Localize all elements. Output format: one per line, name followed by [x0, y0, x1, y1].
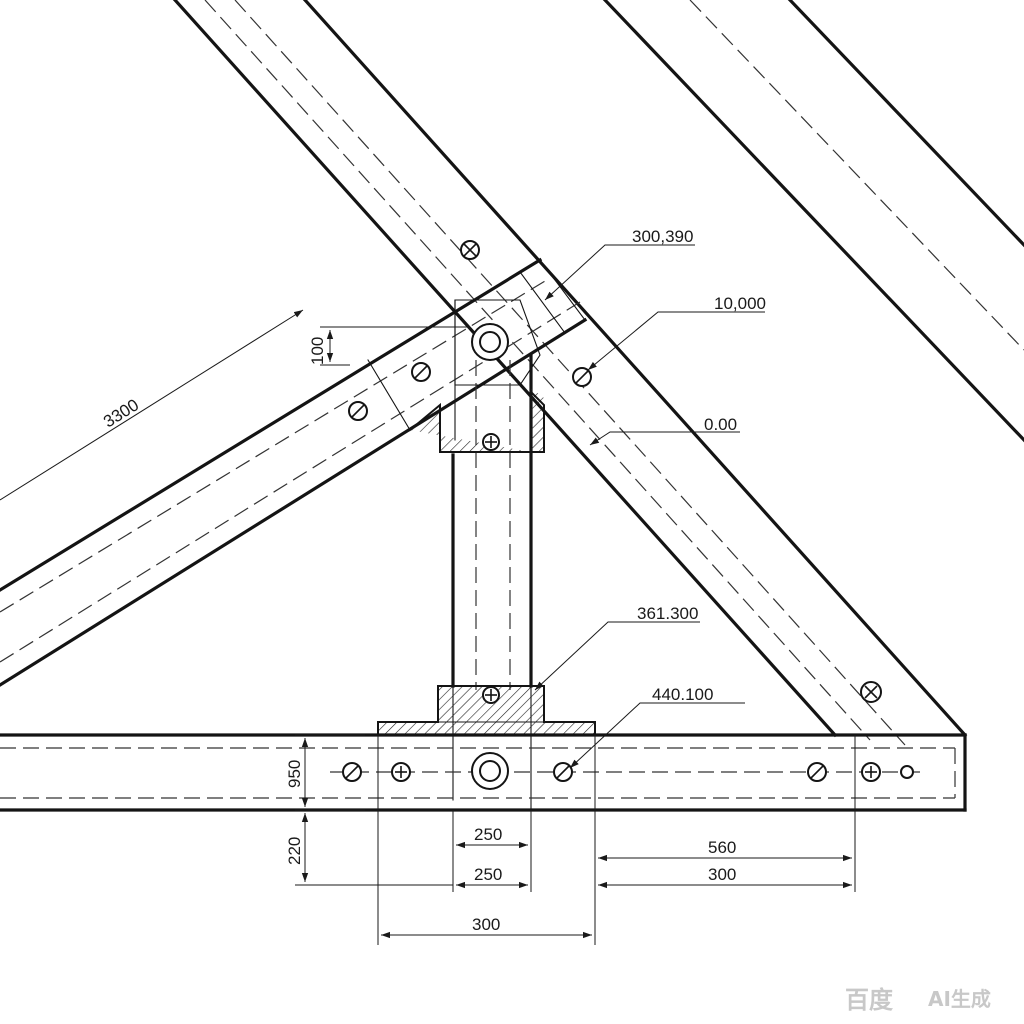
leader-lines	[534, 244, 765, 769]
background-rafter	[602, 0, 1024, 443]
bolt-icon	[572, 367, 592, 387]
bolt-offset-label: 300	[708, 865, 736, 884]
joint-ref-b-label: 10,000	[714, 294, 766, 313]
bolt-icon	[807, 762, 827, 782]
dimension-labels: 3300 300,390 10,000 0.00 361.300 440.100…	[100, 227, 766, 934]
bolt-icon	[348, 401, 368, 421]
bolt-icon	[860, 681, 882, 703]
dimension-lines	[0, 309, 852, 939]
bolt-spacing-label: 560	[708, 838, 736, 857]
top-bracket	[408, 388, 545, 453]
post-width-b-label: 250	[474, 865, 502, 884]
bolt-icon	[411, 362, 431, 382]
beam-offset-label: 220	[285, 837, 304, 865]
bolt-icon	[900, 765, 914, 779]
watermark: 百度 AI生成	[845, 986, 991, 1014]
bolt-icon	[482, 686, 500, 704]
joint-ref-c-label: 0.00	[704, 415, 737, 434]
bolt-icon	[342, 762, 362, 782]
base-plate-width-label: 300	[472, 915, 500, 934]
joint-ref-a-label: 300,390	[632, 227, 693, 246]
watermark-brand: 百度	[845, 986, 894, 1014]
pin-icon	[471, 752, 509, 790]
vertical-post	[451, 353, 533, 811]
bolt-group	[342, 240, 914, 790]
base-ref-label: 440.100	[652, 685, 713, 704]
extension-lines	[295, 326, 856, 945]
beam-height-label: 950	[285, 760, 304, 788]
bolt-icon	[391, 762, 411, 782]
pin-icon	[471, 323, 509, 361]
rafter-width-label: 100	[308, 337, 327, 365]
watermark-product: AI生成	[928, 987, 991, 1011]
bolt-icon	[553, 762, 573, 782]
joint-gusset	[367, 299, 541, 441]
diagonal-strut	[0, 257, 588, 687]
post-ref-label: 361.300	[637, 604, 698, 623]
bolt-icon	[482, 433, 500, 451]
bolt-icon	[861, 762, 881, 782]
main-rafter	[172, 0, 968, 746]
post-width-a-label: 250	[474, 825, 502, 844]
bolt-icon	[460, 240, 480, 260]
rafter-length-label: 3300	[100, 395, 142, 431]
